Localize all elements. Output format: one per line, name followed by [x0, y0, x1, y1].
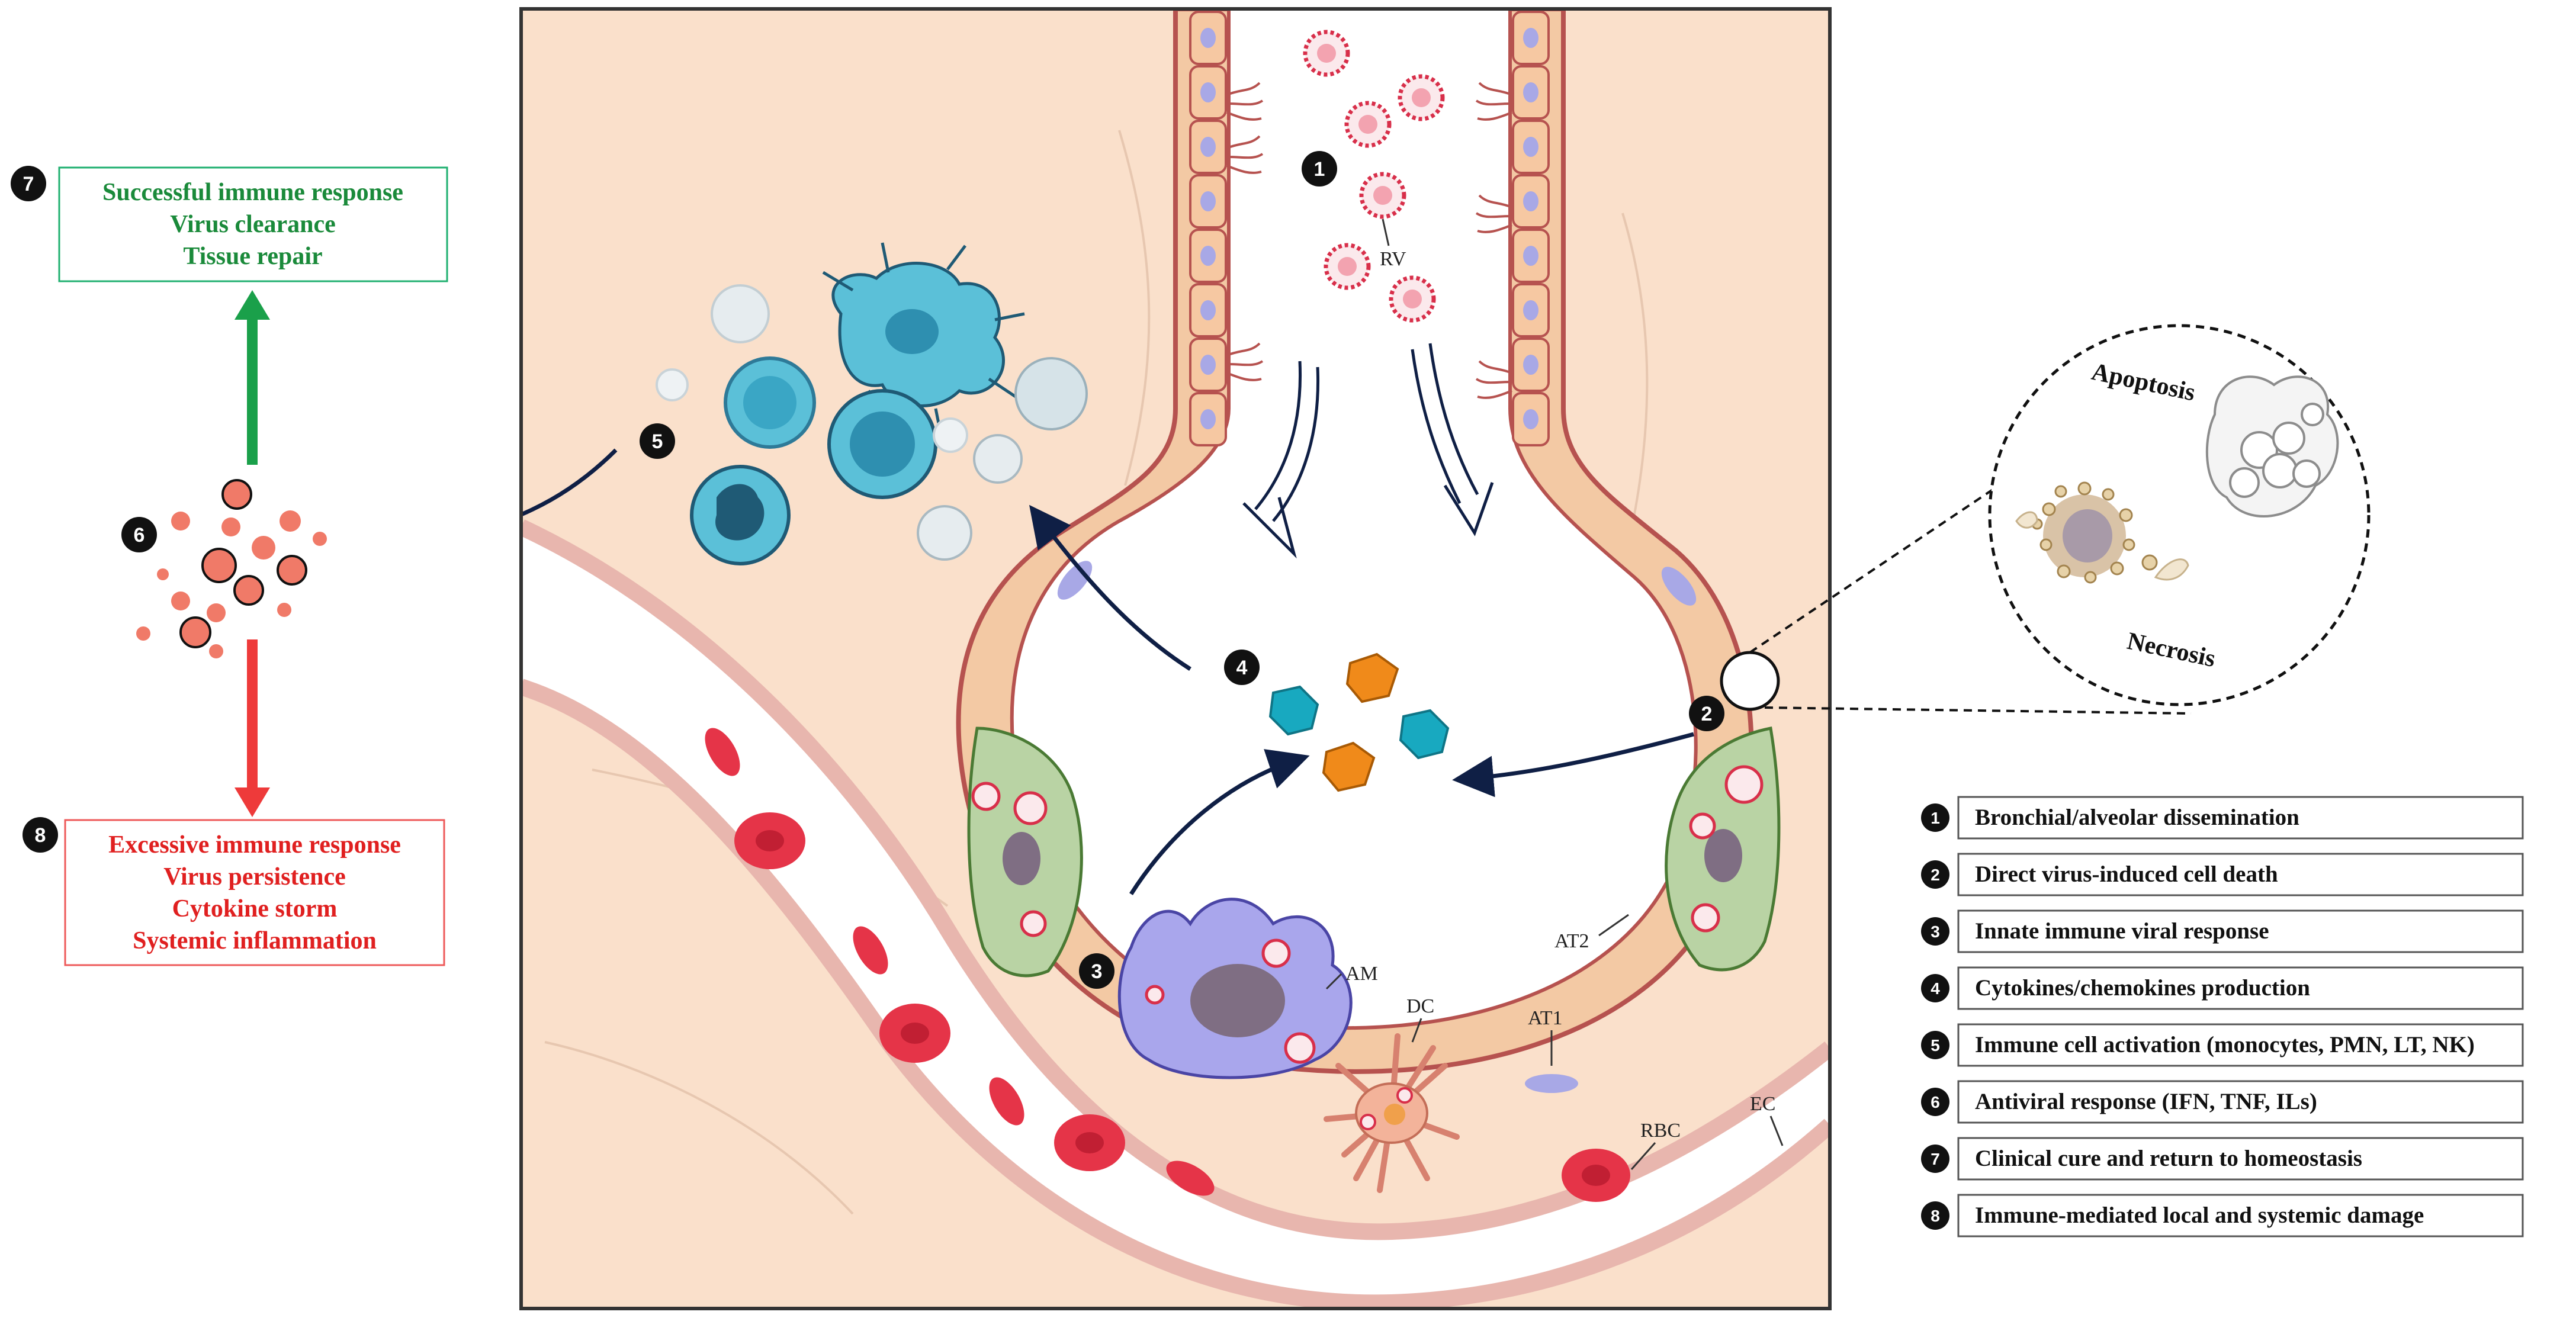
legend-item: 6 Antiviral response (IFN, TNF, ILs) [1921, 1080, 2524, 1124]
outcome-bad-line-4: Systemic inflammation [133, 927, 377, 954]
svg-text:7: 7 [1931, 1150, 1940, 1168]
svg-text:4: 4 [1236, 657, 1248, 679]
rv-label: RV [1380, 248, 1406, 270]
cell-death-zoom: Apoptosis Necrosis [1749, 324, 2371, 715]
dc-label: DC [1406, 995, 1434, 1017]
legend-text: Direct virus-induced cell death [1975, 861, 2278, 887]
dendritic-cell [1324, 1033, 1460, 1193]
at2-label: AT2 [1554, 930, 1589, 952]
legend-item: 1 Bronchial/alveolar dissemination [1921, 796, 2524, 840]
central-panel: RV [521, 9, 1830, 1309]
legend-text: Antiviral response (IFN, TNF, ILs) [1975, 1089, 2317, 1114]
svg-text:1: 1 [1931, 809, 1940, 827]
svg-text:8: 8 [35, 824, 46, 847]
bronchial-epithelium-right [1512, 11, 1550, 446]
outcome-good-line-2: Virus clearance [170, 211, 336, 238]
bronchial-epithelium-left [1189, 11, 1227, 446]
antiviral-particles [136, 479, 327, 658]
steps-legend: 1 Bronchial/alveolar dissemination 2 Dir… [1921, 796, 2524, 1237]
badge-3: 3 [1079, 953, 1114, 989]
badge-5: 5 [640, 423, 675, 459]
svg-text:5: 5 [652, 430, 663, 453]
necrotic-cell [2015, 481, 2189, 584]
legend-item: 4 Cytokines/chemokines production [1921, 966, 2524, 1010]
rbc-label: RBC [1640, 1120, 1681, 1142]
green-arrow-head [235, 290, 270, 320]
badge-1: 1 [1302, 151, 1337, 187]
legend-text: Bronchial/alveolar dissemination [1975, 805, 2299, 830]
legend-item: 5 Immune cell activation (monocytes, PMN… [1921, 1023, 2524, 1067]
green-arrow-shaft [247, 317, 258, 465]
outcome-good-line-1: Successful immune response [102, 179, 403, 206]
at1-cell-right [1661, 567, 1697, 606]
badge-4: 4 [1224, 650, 1260, 685]
outcome-bad-badge: 8 [23, 817, 58, 853]
svg-text:7: 7 [23, 173, 34, 195]
outcome-bad-box [64, 819, 445, 966]
legend-item: 8 Immune-mediated local and systemic dam… [1921, 1194, 2524, 1237]
magnifier-anchor [1720, 651, 1780, 711]
alveolar-macrophage [1117, 898, 1353, 1079]
apoptotic-cell [2205, 375, 2339, 517]
outcome-bad-line-3: Cytokine storm [172, 895, 338, 922]
legend-item: 2 Direct virus-induced cell death [1921, 853, 2524, 896]
badge-2: 2 [1689, 696, 1724, 731]
ec-label: EC [1750, 1093, 1775, 1115]
svg-text:8: 8 [1931, 1207, 1940, 1225]
legend-item: 3 Innate immune viral response [1921, 909, 2524, 953]
red-arrow-head [235, 787, 270, 817]
rbc-centers [756, 830, 1610, 1186]
interaction-arrows [521, 448, 1694, 895]
at2-cell-right [1665, 726, 1781, 972]
capillary-endothelium-bottom [521, 679, 1830, 1309]
svg-text:6: 6 [134, 524, 145, 547]
svg-text:1: 1 [1314, 158, 1325, 181]
legend-item: 7 Clinical cure and return to homeostasi… [1921, 1137, 2524, 1181]
red-arrow-shaft [247, 639, 258, 793]
outcomes-column: 7 Successful immune response Virus clear… [11, 166, 448, 966]
am-label: AM [1345, 963, 1378, 985]
badge-6: 6 [121, 517, 157, 552]
immune-cells-cluster [656, 242, 1088, 565]
cytokines [1268, 652, 1450, 792]
outcome-bad-line-2: Virus persistence [163, 863, 346, 891]
at1-label: AT1 [1528, 1007, 1563, 1029]
legend-text: Cytokines/chemokines production [1975, 975, 2310, 1001]
dissemination-arrows [1242, 343, 1494, 559]
virus-cores [1317, 44, 1431, 308]
cilia-right [1475, 82, 1512, 399]
at1-cell [1525, 1074, 1578, 1093]
outcome-good-box [58, 166, 448, 282]
svg-text:3: 3 [1931, 922, 1940, 941]
at2-cell-left [967, 726, 1083, 978]
legend-text: Innate immune viral response [1975, 918, 2269, 944]
legend-text: Immune cell activation (monocytes, PMN, … [1975, 1032, 2475, 1057]
svg-text:2: 2 [1931, 866, 1940, 884]
outcome-good-badge: 7 [11, 166, 46, 201]
panel-border [519, 7, 1832, 1310]
outcome-good-line-3: Tissue repair [183, 243, 322, 270]
svg-text:3: 3 [1091, 960, 1103, 983]
cilia-left [1226, 82, 1264, 381]
legend-text: Immune-mediated local and systemic damag… [1975, 1203, 2424, 1228]
svg-text:2: 2 [1701, 703, 1713, 725]
svg-text:5: 5 [1931, 1036, 1940, 1055]
svg-text:6: 6 [1931, 1093, 1940, 1111]
svg-text:4: 4 [1931, 979, 1940, 998]
legend-text: Clinical cure and return to homeostasis [1975, 1146, 2362, 1171]
outcome-bad-line-1: Excessive immune response [108, 831, 401, 859]
